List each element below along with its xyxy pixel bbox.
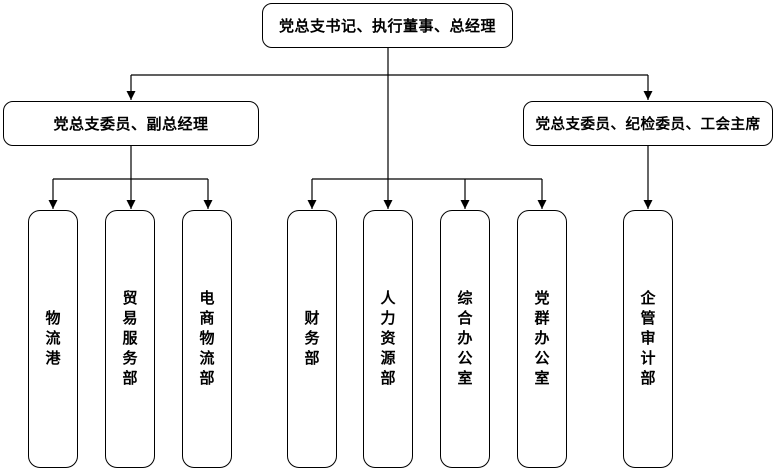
org-node-dept-trade-service: 贸易服务部	[105, 210, 155, 468]
org-node-discipline-union: 党总支委员、纪检委员、工会主席	[523, 101, 773, 146]
org-node-dept-logistics-port: 物流港	[28, 210, 78, 468]
org-node-dept-human-resources: 人力资源部	[363, 210, 413, 468]
dept-label: 电商物流部	[199, 290, 215, 387]
dept-label: 党群办公室	[534, 290, 550, 387]
org-node-root: 党总支书记、执行董事、总经理	[262, 3, 513, 48]
org-node-dept-finance: 财务部	[287, 210, 337, 468]
org-node-discipline-union-label: 党总支委员、纪检委员、工会主席	[535, 117, 761, 133]
dept-label: 物流港	[45, 310, 61, 367]
org-node-dept-general-office: 综合办公室	[440, 210, 490, 468]
org-node-dept-audit: 企管审计部	[623, 210, 673, 468]
dept-label: 企管审计部	[640, 290, 656, 387]
org-node-deputy-gm: 党总支委员、副总经理	[3, 101, 259, 146]
org-node-deputy-gm-label: 党总支委员、副总经理	[53, 116, 209, 133]
dept-label: 贸易服务部	[122, 290, 138, 387]
org-node-dept-party-mass-office: 党群办公室	[517, 210, 567, 468]
dept-label: 综合办公室	[457, 290, 473, 387]
dept-label: 财务部	[304, 310, 320, 367]
dept-label: 人力资源部	[380, 290, 396, 387]
org-node-dept-ecommerce-logistics: 电商物流部	[182, 210, 232, 468]
org-node-root-label: 党总支书记、执行董事、总经理	[278, 18, 496, 35]
